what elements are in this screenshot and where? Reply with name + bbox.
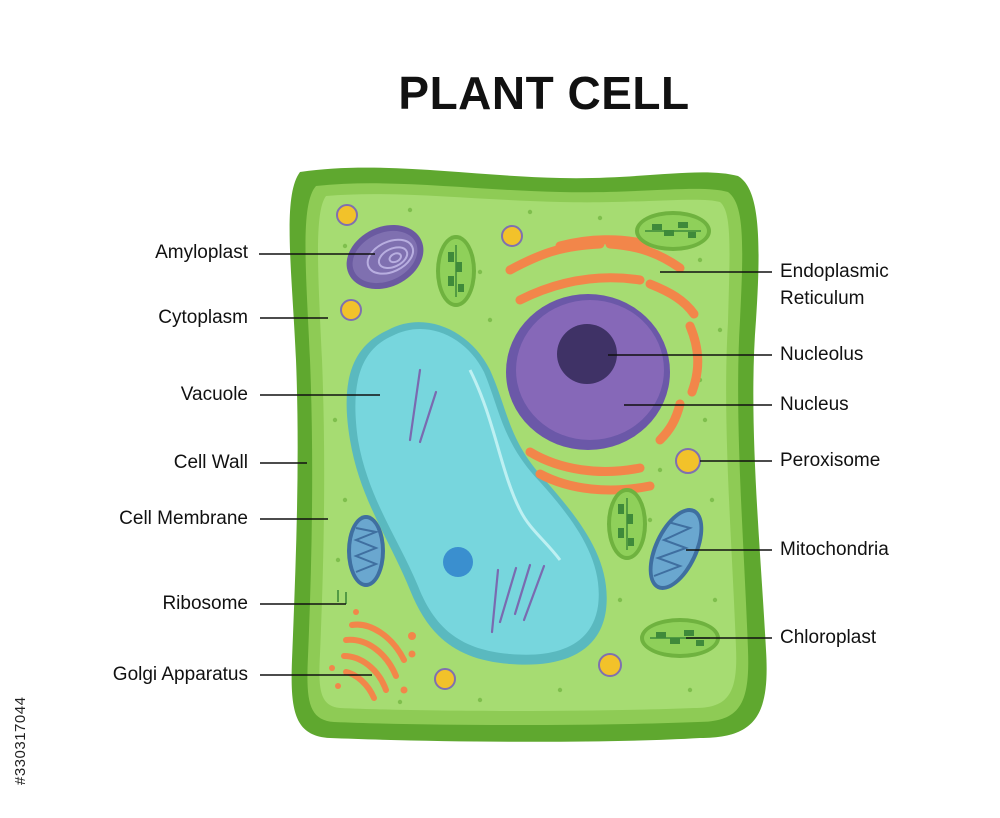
endoplasmic-reticulum	[505, 235, 703, 495]
mitochondrion-2	[648, 508, 704, 590]
label-chloroplast: Chloroplast	[780, 627, 877, 648]
golgi-vesicles	[329, 609, 416, 694]
label-nucleus: Nucleus	[780, 394, 849, 415]
label-cytoplasm: Cytoplasm	[158, 307, 248, 328]
label-ribosome: Ribosome	[162, 593, 248, 614]
stock-id-text: #330317044	[12, 696, 29, 785]
chloroplast-2	[635, 211, 711, 251]
label-nucleolus: Nucleolus	[780, 344, 864, 365]
nucleolus	[557, 324, 617, 384]
label-peroxisome: Peroxisome	[780, 450, 881, 471]
label-golgi-apparatus: Golgi Apparatus	[112, 664, 248, 685]
chloroplast-3	[607, 488, 647, 560]
vacuole-granule	[443, 547, 473, 577]
mitochondrion-1	[347, 515, 385, 587]
ribosomes	[337, 590, 347, 604]
label-amyloplast: Amyloplast	[155, 242, 248, 263]
chloroplast-4	[640, 618, 720, 658]
label-cell-membrane: Cell Membrane	[119, 508, 248, 529]
chloroplast-1	[436, 235, 476, 307]
golgi-apparatus	[341, 621, 407, 701]
label-mitochondria: Mitochondria	[780, 539, 889, 560]
label-vacuole: Vacuole	[180, 384, 248, 405]
label-endoplasmic-reticulum-line1: Endoplasmic	[780, 261, 889, 282]
label-cell-wall: Cell Wall	[173, 452, 248, 473]
label-endoplasmic-reticulum-line2: Reticulum	[780, 288, 865, 309]
diagram-title: PLANT CELL	[398, 67, 690, 119]
